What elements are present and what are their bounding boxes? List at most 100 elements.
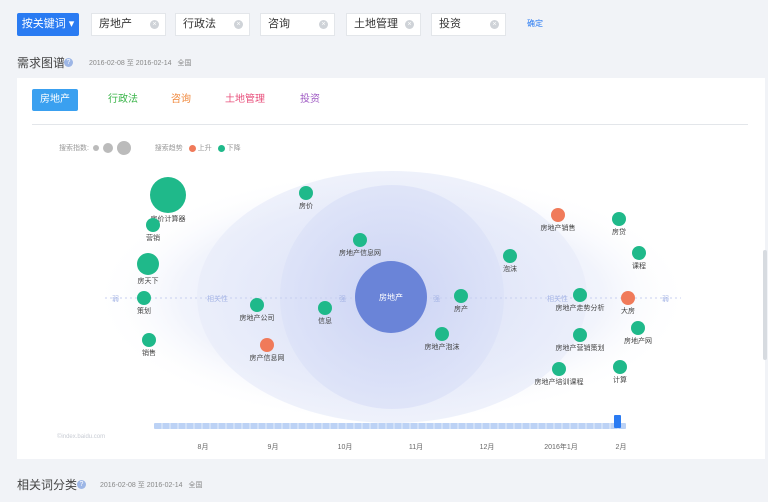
graph-legend: 搜索指数: 搜索趋势 上升 下降: [59, 141, 241, 155]
keyword-text: 投资: [439, 18, 461, 30]
graph-node[interactable]: [612, 212, 626, 226]
timeline-month-label: 10月: [338, 443, 353, 451]
region-text: 全国: [177, 60, 192, 67]
clear-icon[interactable]: ×: [490, 20, 499, 29]
clear-icon[interactable]: ×: [234, 20, 243, 29]
graph-node-label: 房价: [299, 201, 313, 210]
keyword-text: 房地产: [99, 18, 132, 30]
graph-node[interactable]: [137, 291, 151, 305]
graph-node[interactable]: [318, 301, 332, 315]
graph-node-label: 课程: [632, 261, 646, 270]
graph-node-label: 房天下: [138, 276, 159, 285]
date-range-related: 2016-02-08 至 2016-02-14 全国: [100, 480, 203, 490]
clear-icon[interactable]: ×: [405, 20, 414, 29]
size-medium-dot: [102, 143, 113, 153]
graph-node[interactable]: [146, 218, 160, 232]
graph-node[interactable]: [150, 177, 186, 213]
graph-node-label: 房地产销售: [541, 223, 576, 232]
graph-node[interactable]: [142, 333, 156, 347]
keyword-input-3[interactable]: 咨询 ×: [260, 13, 335, 36]
graph-node[interactable]: [250, 298, 264, 312]
caret-down-icon: ▾: [68, 18, 75, 30]
graph-node[interactable]: [631, 321, 645, 335]
tab-land-management[interactable]: 土地管理: [225, 94, 265, 105]
watermark: ©index.baidu.com: [57, 433, 105, 440]
demand-graph: 弱 相关性 强 强 相关性 弱 房地产 房价计算器营销房天下策划销售房价房地产公…: [57, 169, 692, 451]
ring-label-relevance-left: 相关性: [207, 294, 228, 303]
timeline-handle[interactable]: [614, 415, 621, 428]
ring-label-weak-left: 弱: [112, 295, 119, 303]
clear-icon[interactable]: ×: [319, 20, 328, 29]
keyword-tabs: 房地产 行政法 咨询 土地管理 投资: [17, 78, 765, 124]
timeline-month-label: 8月: [198, 443, 209, 451]
keyword-input-5[interactable]: 投资 ×: [431, 13, 506, 36]
timeline-month-label: 12月: [480, 443, 495, 451]
section-title-demand: 需求图谱: [17, 56, 66, 70]
confirm-button[interactable]: 确定: [527, 19, 543, 28]
keyword-input-1[interactable]: 房地产 ×: [91, 13, 166, 36]
region-text: 全国: [188, 482, 203, 489]
ring-label-strong-right: 强: [433, 295, 440, 303]
graph-node[interactable]: [552, 362, 566, 376]
graph-node[interactable]: [573, 328, 587, 342]
size-small-dot: [92, 145, 99, 151]
graph-node-label: 营销: [146, 233, 160, 242]
graph-node-label: 策划: [137, 306, 151, 315]
ring-label-weak-right: 弱: [662, 295, 669, 303]
keyword-mode-label: 按关键词: [21, 18, 66, 30]
graph-node-label: 计算: [613, 375, 627, 384]
date-range-text: 2016-02-08 至 2016-02-14: [100, 482, 183, 489]
graph-node-label: 房贷: [612, 227, 626, 236]
demand-graph-panel: 房地产 行政法 咨询 土地管理 投资 搜索指数: 搜索趋势 上升 下降: [17, 78, 765, 459]
graph-node[interactable]: [454, 289, 468, 303]
keyword-toolbar: 按关键词 ▾ 房地产 × 行政法 × 咨询 × 土地管理 × 投资 × 确定: [0, 0, 768, 46]
ring-label-strong-left: 强: [339, 295, 346, 303]
graph-node-label: 房地产信息网: [339, 248, 381, 257]
tab-consulting[interactable]: 咨询: [171, 94, 191, 105]
timeline-month-label: 2月: [616, 443, 627, 451]
keyword-mode-dropdown[interactable]: 按关键词 ▾: [17, 13, 79, 36]
graph-node[interactable]: [260, 338, 274, 352]
timeline-ticks: [161, 423, 619, 429]
graph-node-label: 房产信息网: [250, 353, 285, 362]
keyword-input-2[interactable]: 行政法 ×: [175, 13, 250, 36]
clear-icon[interactable]: ×: [150, 20, 159, 29]
tab-administrative-law[interactable]: 行政法: [108, 94, 138, 105]
tab-divider: [32, 124, 748, 125]
ring-label-relevance-right: 相关性: [547, 294, 568, 303]
tab-investment[interactable]: 投资: [300, 94, 320, 105]
timeline-month-label: 9月: [268, 443, 279, 451]
graph-node-label: 销售: [142, 348, 156, 357]
graph-node[interactable]: [613, 360, 627, 374]
trend-up-dot: [188, 144, 196, 152]
graph-node-label: 房地产网: [624, 336, 652, 345]
graph-node[interactable]: [632, 246, 646, 260]
graph-node[interactable]: [299, 186, 313, 200]
help-icon[interactable]: ?: [77, 480, 86, 489]
center-node-label: 房地产: [379, 292, 403, 302]
keyword-text: 咨询: [268, 18, 290, 30]
graph-node[interactable]: [503, 249, 517, 263]
trend-down-dot: [217, 144, 225, 152]
keyword-text: 土地管理: [354, 18, 398, 30]
graph-node-label: 大房: [621, 306, 635, 315]
graph-node[interactable]: [573, 288, 587, 302]
size-large-dot: [116, 141, 131, 155]
tab-real-estate[interactable]: 房地产: [32, 89, 78, 111]
legend-trend-label: 搜索趋势: [154, 144, 183, 152]
graph-node[interactable]: [353, 233, 367, 247]
section-title-related: 相关词分类: [17, 478, 78, 492]
page-scrollbar[interactable]: [763, 250, 767, 360]
timeline-track[interactable]: [154, 423, 626, 429]
graph-node[interactable]: [621, 291, 635, 305]
legend-index-label: 搜索指数:: [59, 144, 89, 152]
graph-node[interactable]: [137, 253, 159, 275]
graph-node[interactable]: [435, 327, 449, 341]
center-node[interactable]: [355, 261, 427, 333]
graph-node-label: 房地产营销策划: [556, 343, 605, 352]
help-icon[interactable]: ?: [64, 58, 73, 67]
graph-node[interactable]: [551, 208, 565, 222]
keyword-input-4[interactable]: 土地管理 ×: [346, 13, 421, 36]
